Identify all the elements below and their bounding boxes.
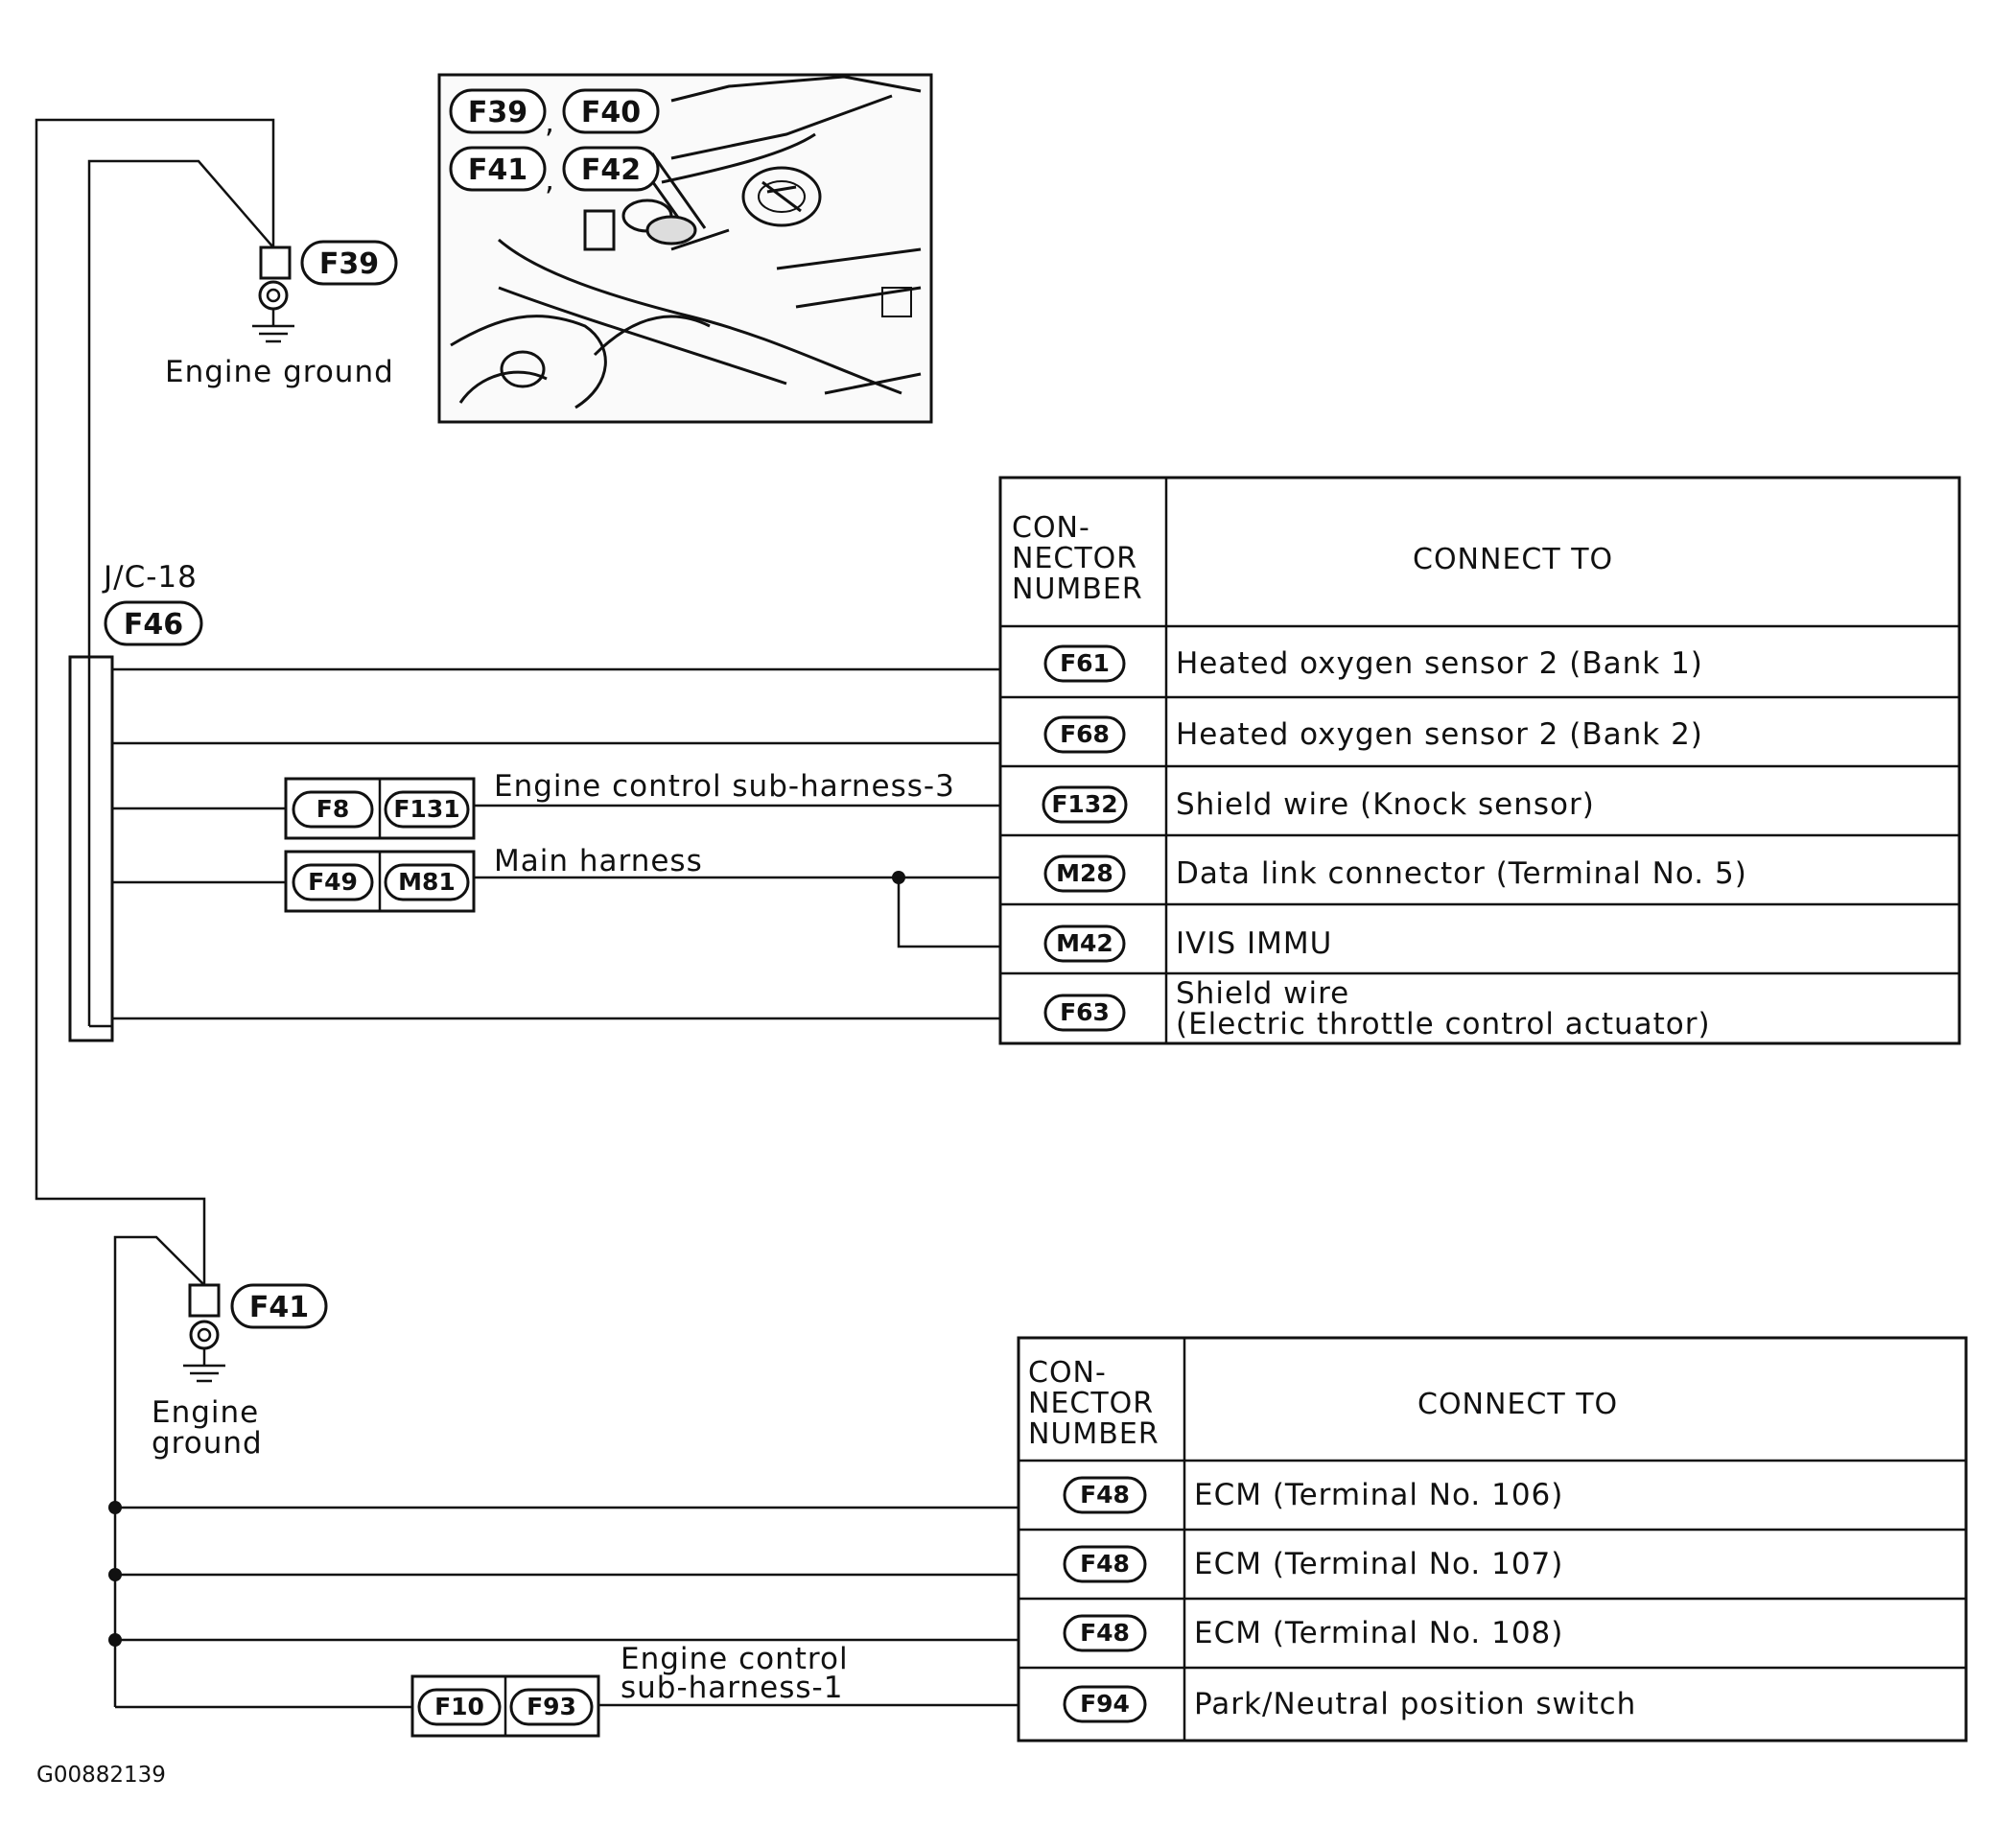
row-connect-to: Shield wire (1176, 976, 1349, 1011)
row-connector: F63 (1060, 998, 1110, 1026)
svg-text:NECTOR: NECTOR (1028, 1387, 1154, 1420)
junction-connector: J/C-18 F46 (68, 560, 203, 1042)
table-row: F94 Park/Neutral position switch (1063, 1685, 1636, 1723)
table-2-header: CON- NECTOR NUMBER CONNECT TO (1028, 1356, 1618, 1451)
row-connect-to: IVIS IMMU (1176, 926, 1332, 961)
table-row: F48 ECM (Terminal No. 106) (1063, 1476, 1563, 1514)
svg-text:,: , (545, 105, 555, 140)
row-connector: M42 (1056, 929, 1113, 957)
svg-text:sub-harness-1: sub-harness-1 (621, 1671, 843, 1705)
top-ground-assembly: F39 Engine ground (35, 118, 398, 1285)
figure-id: G00882139 (36, 1763, 166, 1788)
photo-connector-labels: F39 , F40 F41 , F42 (449, 88, 660, 198)
row-connect-to: ECM (Terminal No. 107) (1194, 1547, 1563, 1581)
harness-sub3-label: Engine control sub-harness-3 (494, 769, 955, 804)
harness-connector-label: F49 (308, 868, 358, 896)
row-connect-to: Shield wire (Knock sensor) (1176, 787, 1595, 822)
ground-terminal-box (259, 246, 292, 280)
ground-terminal-box (188, 1283, 221, 1318)
splice-point (108, 1501, 122, 1514)
header-connector-number: CON- (1028, 1356, 1107, 1390)
harness-connector-label: F93 (527, 1693, 576, 1720)
row-connector: F132 (1051, 790, 1117, 818)
harness-sub3-connector-pair: F8 F131 Engine control sub-harness-3 (284, 769, 955, 840)
row-connect-to: ECM (Terminal No. 106) (1194, 1478, 1563, 1512)
connector-location-photo: F39 , F40 F41 , F42 (437, 73, 933, 424)
row-connector: F68 (1060, 720, 1110, 748)
svg-text:NUMBER: NUMBER (1028, 1417, 1159, 1451)
harness-connector-label: F131 (393, 795, 459, 823)
junction-name: J/C-18 (102, 560, 198, 595)
harness-connector-label: M81 (398, 868, 456, 896)
header-connect-to: CONNECT TO (1413, 543, 1613, 576)
lower-wires (108, 1501, 1019, 1709)
table-row: F63 Shield wire (Electric throttle contr… (1043, 976, 1711, 1041)
table-row: F68 Heated oxygen sensor 2 (Bank 2) (1043, 715, 1703, 754)
row-connect-to: Heated oxygen sensor 2 (Bank 2) (1176, 717, 1703, 752)
row-connect-to-line2: (Electric throttle control actuator) (1176, 1007, 1711, 1041)
ground-symbol-icon (183, 1348, 225, 1383)
row-connect-to: Data link connector (Terminal No. 5) (1176, 856, 1747, 891)
photo-connector-label: F41 (468, 153, 527, 187)
row-connector: F48 (1080, 1619, 1130, 1647)
row-connector: F48 (1080, 1481, 1130, 1509)
splice-point (108, 1633, 122, 1647)
harness-main-label: Main harness (494, 844, 703, 878)
svg-text:ground: ground (152, 1426, 263, 1461)
row-connector: F61 (1060, 649, 1110, 677)
svg-text:NUMBER: NUMBER (1012, 573, 1143, 606)
junction-connector-label: F46 (124, 608, 183, 642)
header-connector-number: CON- (1012, 511, 1090, 545)
row-connector: F94 (1080, 1690, 1130, 1718)
table-row: F132 Shield wire (Knock sensor) (1042, 785, 1595, 824)
table-row: F61 Heated oxygen sensor 2 (Bank 1) (1043, 644, 1703, 683)
row-connect-to: ECM (Terminal No. 108) (1194, 1616, 1563, 1650)
splice-point (108, 1568, 122, 1581)
ground-symbol-icon (252, 309, 294, 343)
connector-table-2: CON- NECTOR NUMBER CONNECT TO F48 ECM (T… (1017, 1336, 1968, 1743)
harness-main-connector-pair: F49 M81 Main harness (284, 844, 703, 913)
table-1-header: CON- NECTOR NUMBER CONNECT TO (1012, 511, 1613, 606)
bottom-ground-label: Engine (152, 1395, 259, 1430)
header-connect-to: CONNECT TO (1417, 1388, 1618, 1421)
bottom-ground-assembly: F41 Engine ground (113, 1235, 328, 1707)
row-connect-to: Heated oxygen sensor 2 (Bank 1) (1176, 646, 1703, 681)
harness-connector-label: F8 (316, 795, 349, 823)
top-ground-connector: F39 (319, 247, 379, 281)
row-connector: F48 (1080, 1550, 1130, 1578)
table-row: M42 IVIS IMMU (1043, 924, 1332, 963)
table-row: F48 ECM (Terminal No. 107) (1063, 1545, 1563, 1583)
top-ground-label: Engine ground (165, 355, 394, 389)
row-connector: M28 (1056, 859, 1113, 887)
svg-text:NECTOR: NECTOR (1012, 542, 1137, 575)
photo-connector-label: F42 (581, 153, 641, 187)
bottom-ground-connector: F41 (249, 1291, 309, 1324)
connector-table-1: CON- NECTOR NUMBER CONNECT TO F61 Heated… (998, 476, 1961, 1045)
harness-sub1-label: Engine control (621, 1642, 849, 1676)
photo-connector-label: F39 (468, 96, 527, 129)
upper-wires (112, 667, 1002, 1020)
photo-connector-label: F40 (581, 96, 641, 129)
row-connect-to: Park/Neutral position switch (1194, 1687, 1636, 1721)
table-row: M28 Data link connector (Terminal No. 5) (1043, 854, 1747, 893)
harness-connector-label: F10 (434, 1693, 484, 1720)
harness-sub1-connector-pair: F10 F93 Engine control sub-harness-1 (410, 1642, 849, 1738)
svg-text:,: , (545, 163, 555, 198)
table-row: F48 ECM (Terminal No. 108) (1063, 1614, 1563, 1652)
